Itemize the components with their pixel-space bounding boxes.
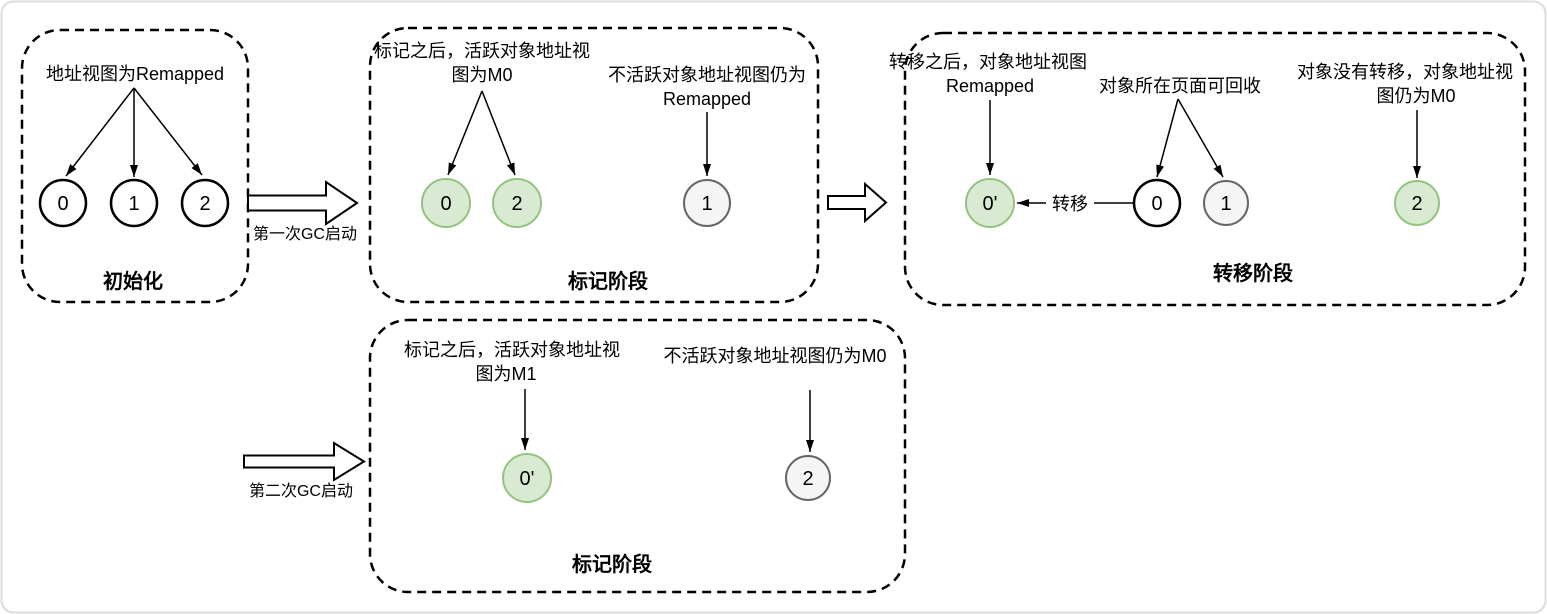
init-node-circle-0: [38, 178, 88, 228]
mark1-inactive-caption-line2: Remapped: [663, 89, 751, 109]
relocate-node-circle-2: [1394, 180, 1440, 226]
relocate-fan-arrow-1: [1177, 98, 1224, 178]
mark2-node-circle-0new: [502, 453, 552, 503]
mark1-node-circle-0: [421, 178, 471, 228]
relocate-unmoved-caption-line2: 图仍为M0: [1376, 86, 1455, 106]
mark2-phase-label: 标记阶段: [572, 552, 652, 576]
relocate-node-circle-0: [1132, 178, 1182, 228]
mark1-node-label-1: 1: [701, 193, 712, 215]
relocate-reclaim-caption: 对象所在页面可回收: [1099, 76, 1261, 96]
mark1-active-caption-line1: 标记之后，活跃对象地址视: [374, 41, 590, 61]
mark1-phase-label: 标记阶段: [568, 269, 648, 293]
mark2-node-label-2: 2: [802, 468, 813, 490]
gc1-block-arrow: [247, 180, 359, 226]
init-caption: 地址视图为Remapped: [46, 64, 224, 84]
mark2-panel-box: [368, 318, 907, 594]
transition-gc2: 第二次GC启动: [243, 441, 366, 500]
init-phase-label: 初始化: [103, 269, 163, 293]
gc2-block-arrow: [243, 441, 366, 482]
relocate-edge-label: 转移: [1052, 194, 1088, 214]
relocate-node-circle-0new: [965, 178, 1015, 228]
relocate-node-label-1: 1: [1220, 193, 1231, 215]
transition-gc1: 第一次GC启动: [247, 180, 359, 243]
relocate-fan-arrow-0: [1156, 98, 1179, 178]
panel-mark1: 标记之后，活跃对象地址视 图为M0 不活跃对象地址视图仍为 Remapped 0…: [368, 26, 820, 304]
init-fan-arrow-0: [65, 87, 135, 177]
init-panel-box: [20, 28, 250, 304]
mark1-node-label-0: 0: [440, 193, 451, 215]
mark1-fan-arrow-0: [447, 90, 483, 176]
mark1-node-label-2: 2: [511, 193, 522, 215]
init-fan-arrow-2: [133, 87, 203, 176]
init-node-label-0: 0: [57, 193, 68, 215]
mark2-active-caption-line2: 图为M1: [475, 364, 536, 384]
mark2-active-caption-line1: 标记之后，活跃对象地址视: [404, 340, 620, 360]
relocate-panel-box: [903, 31, 1527, 307]
mark2-node-label-0new: 0': [520, 468, 535, 490]
mark1-panel-box: [368, 26, 820, 304]
mark1-node-circle-2: [492, 178, 542, 228]
mark1-active-caption-line2: 图为M0: [451, 65, 512, 85]
relocate-node-label-0new: 0': [983, 193, 998, 215]
init-node-circle-1: [109, 178, 159, 228]
init-node-label-1: 1: [128, 193, 139, 215]
init-node-circle-2: [180, 178, 230, 228]
panel-mark2: 标记之后，活跃对象地址视 图为M1 不活跃对象地址视图仍为M0 0' 2 标记阶…: [368, 318, 907, 594]
mid-block-arrow: [827, 181, 888, 224]
relocate-edge-label-bg: [1046, 193, 1094, 213]
gc1-label: 第一次GC启动: [253, 225, 357, 243]
init-node-label-2: 2: [199, 193, 210, 215]
mark1-fan-arrow-2: [481, 90, 516, 176]
mark1-node-circle-1: [683, 179, 731, 227]
relocate-unmoved-caption-line1: 对象没有转移，对象地址视: [1297, 62, 1513, 82]
mark1-inactive-caption-line1: 不活跃对象地址视图仍为: [608, 65, 806, 85]
relocate-node-label-0: 0: [1151, 193, 1162, 215]
panel-init: 地址视图为Remapped 0 1 2 初始化: [20, 28, 250, 304]
mark2-node-circle-2: [785, 455, 831, 501]
panel-relocate: 转移之后，对象地址视图 Remapped 对象所在页面可回收 对象没有转移，对象…: [889, 31, 1527, 307]
relocate-phase-label: 转移阶段: [1213, 261, 1293, 285]
gc2-label: 第二次GC启动: [249, 482, 353, 500]
mark2-inactive-caption: 不活跃对象地址视图仍为M0: [663, 346, 886, 366]
relocate-node-circle-1: [1203, 180, 1249, 226]
relocate-node-label-2: 2: [1411, 193, 1422, 215]
relocate-moved-caption-line1: 转移之后，对象地址视图: [889, 52, 1087, 72]
relocate-moved-caption-line2: Remapped: [946, 76, 1034, 96]
